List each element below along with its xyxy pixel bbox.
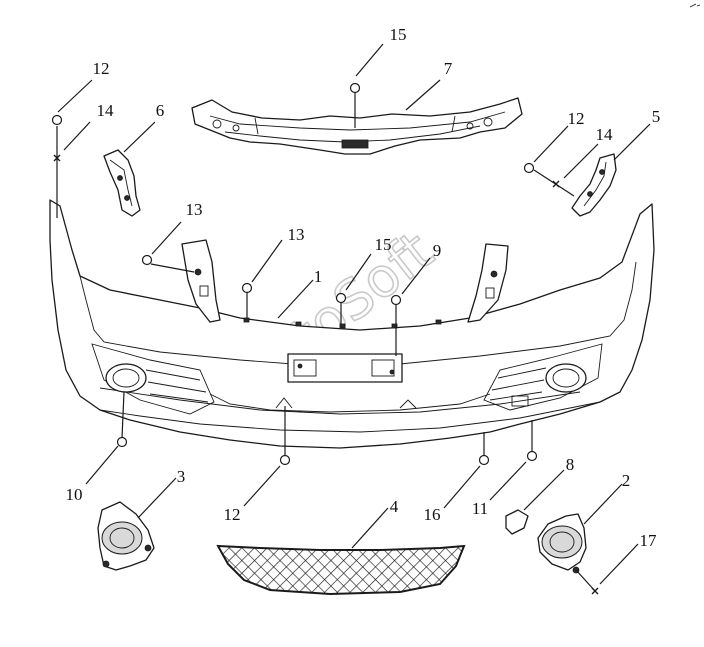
screw-axis-right: [533, 169, 575, 197]
callout-2: 2: [622, 471, 631, 490]
tow-hook-cover-part-8: [505, 509, 529, 535]
callout-labels: 15 7 12 14 6 12 14 5 13 13 15 1 9 10 3 1…: [66, 25, 661, 550]
right-side-bracket-part-5: [571, 153, 617, 217]
callout-10: 10: [66, 485, 83, 504]
callout-7: 7: [444, 59, 453, 78]
upper-bracket-part-7: [191, 97, 523, 155]
callout-3: 3: [177, 467, 186, 486]
callout-11: 11: [472, 499, 488, 518]
callout-14-left: 14: [97, 101, 115, 120]
callout-5: 5: [652, 107, 661, 126]
right-fog-lamp-part-2: [537, 513, 587, 574]
callout-14-right: 14: [596, 125, 614, 144]
left-fog-lamp-part-3: [97, 501, 155, 571]
corner-mark: [689, 3, 701, 8]
callout-12-bottom: 12: [224, 505, 241, 524]
screw-axis-lower: [575, 569, 596, 592]
callout-8: 8: [566, 455, 575, 474]
leader-lines: [57, 43, 651, 585]
callout-12-left: 12: [93, 59, 110, 78]
callout-12-right: 12: [568, 109, 585, 128]
callout-17: 17: [640, 531, 658, 550]
callout-4: 4: [390, 497, 399, 516]
callout-9: 9: [433, 241, 442, 260]
callout-13-center: 13: [288, 225, 305, 244]
bumper-cover-part-1: [49, 199, 655, 449]
lower-grille-part-4: [216, 544, 466, 596]
left-side-bracket-part-6: [103, 149, 141, 217]
callout-16: 16: [424, 505, 441, 524]
callout-15-top: 15: [390, 25, 407, 44]
callout-1: 1: [314, 267, 323, 286]
callout-13-left: 13: [186, 200, 203, 219]
callout-15-center: 15: [375, 235, 392, 254]
callout-6: 6: [156, 101, 165, 120]
